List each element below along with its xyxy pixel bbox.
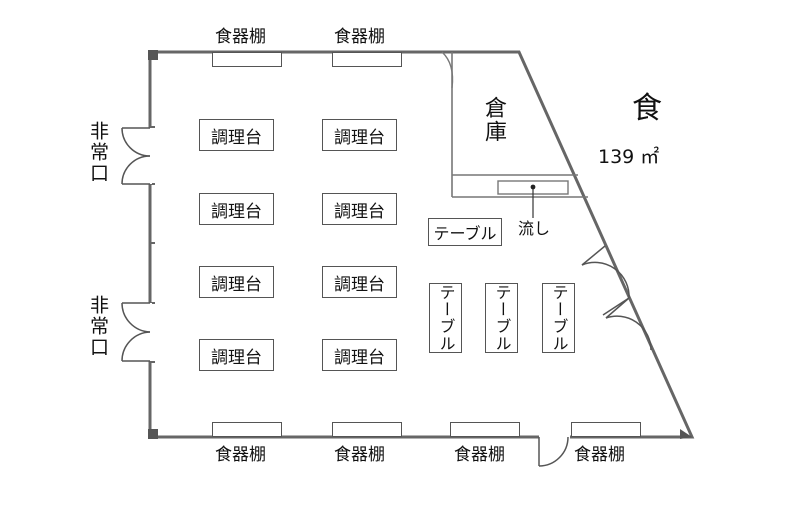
emergency-exit-door-top bbox=[121, 127, 152, 185]
dining-table-vertical: テーブル bbox=[485, 283, 518, 353]
dish-shelf bbox=[332, 52, 402, 67]
cooking-table: 調理台 bbox=[322, 193, 397, 225]
bottom-door bbox=[538, 435, 570, 467]
dining-table-label: テーブル bbox=[436, 284, 456, 352]
sink-drain bbox=[530, 184, 536, 190]
dining-table-vertical: テーブル bbox=[429, 283, 462, 353]
shelf-label: 食器棚 bbox=[215, 445, 266, 465]
cooking-table: 調理台 bbox=[199, 193, 274, 225]
dining-table-label: テーブル bbox=[549, 284, 569, 352]
emergency-exit-label: 非常口 bbox=[87, 295, 109, 358]
dish-shelf bbox=[450, 422, 520, 437]
cooking-table: 調理台 bbox=[199, 339, 274, 371]
shelf-label: 食器棚 bbox=[334, 445, 385, 465]
dining-table-vertical: テーブル bbox=[542, 283, 575, 353]
cooking-table: 調理台 bbox=[322, 339, 397, 371]
dish-shelf bbox=[571, 422, 641, 437]
cooking-table: 調理台 bbox=[199, 119, 274, 151]
storage-door-arc bbox=[441, 51, 454, 89]
dining-table: テーブル bbox=[428, 218, 502, 246]
emergency-exit-door-bottom bbox=[121, 302, 152, 362]
diagonal-wall-door-lower bbox=[605, 297, 652, 351]
room-outline bbox=[148, 50, 695, 439]
dining-table-label: テーブル bbox=[492, 284, 512, 352]
cooking-table: 調理台 bbox=[199, 266, 274, 298]
room-area: 139 ㎡ bbox=[598, 146, 660, 168]
emergency-exit-label: 非常口 bbox=[87, 121, 109, 184]
corner-marker bbox=[148, 429, 158, 439]
room-name: 食 bbox=[632, 91, 662, 126]
corner-marker bbox=[680, 429, 692, 439]
shelf-label: 食器棚 bbox=[574, 445, 625, 465]
shelf-label: 食器棚 bbox=[454, 445, 505, 465]
cooking-table: 調理台 bbox=[322, 119, 397, 151]
sink-label: 流し bbox=[518, 219, 551, 238]
storage-label: 倉庫 bbox=[481, 96, 506, 144]
corner-marker bbox=[148, 50, 158, 60]
dish-shelf bbox=[332, 422, 402, 437]
dish-shelf bbox=[212, 422, 282, 437]
dish-shelf bbox=[212, 52, 282, 67]
shelf-label: 食器棚 bbox=[334, 27, 385, 47]
shelf-label: 食器棚 bbox=[215, 27, 266, 47]
cooking-table: 調理台 bbox=[322, 266, 397, 298]
